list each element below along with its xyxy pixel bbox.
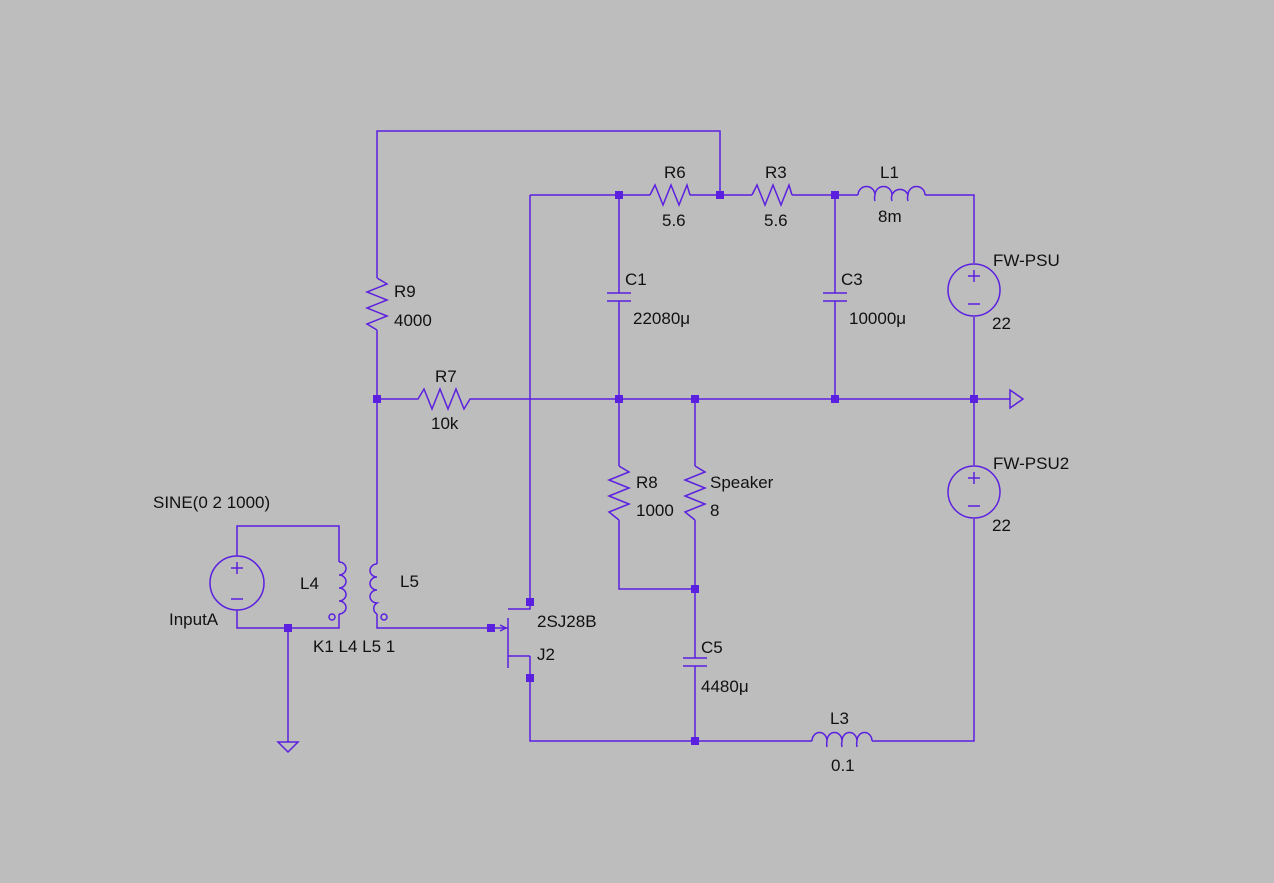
svg-text:22080μ: 22080μ: [633, 309, 690, 328]
svg-text:Speaker: Speaker: [710, 473, 774, 492]
svg-text:J2: J2: [537, 645, 555, 664]
svg-text:R3: R3: [765, 163, 787, 182]
svg-text:R7: R7: [435, 367, 457, 386]
svg-text:FW-PSU: FW-PSU: [993, 251, 1060, 270]
svg-text:L4: L4: [300, 574, 319, 593]
resistor-r8[interactable]: R8 1000: [606, 465, 674, 521]
svg-text:FW-PSU2: FW-PSU2: [993, 454, 1069, 473]
voltage-source-fw-psu[interactable]: FW-PSU 22: [947, 251, 1060, 333]
svg-text:22: 22: [992, 314, 1011, 333]
svg-text:C1: C1: [625, 270, 647, 289]
resistor-speaker[interactable]: Speaker 8: [682, 465, 774, 521]
capacitor-c5[interactable]: C5 4480μ: [683, 638, 749, 696]
inductor-l4[interactable]: L4: [300, 561, 347, 621]
svg-text:1000: 1000: [636, 501, 674, 520]
voltage-source-fw-psu2[interactable]: FW-PSU2 22: [947, 454, 1069, 535]
wires: [236, 130, 1010, 742]
ground-symbol: [276, 741, 300, 754]
svg-text:L5: L5: [400, 572, 419, 591]
inductor-l3[interactable]: L3 0.1: [811, 709, 873, 775]
junction-dots: [284, 191, 978, 745]
capacitor-c1[interactable]: C1 22080μ: [607, 270, 690, 328]
resistor-r7[interactable]: R7 10k: [410, 367, 480, 433]
coupling-directive-k1: K1 L4 L5 1: [313, 637, 395, 656]
inductor-l1[interactable]: L1 8m: [857, 163, 926, 226]
resistor-r3[interactable]: R3 5.6: [751, 163, 793, 230]
svg-text:R8: R8: [636, 473, 658, 492]
svg-text:C3: C3: [841, 270, 863, 289]
svg-text:4480μ: 4480μ: [701, 677, 749, 696]
svg-text:2SJ28B: 2SJ28B: [537, 612, 597, 631]
svg-text:5.6: 5.6: [764, 211, 788, 230]
svg-text:4000: 4000: [394, 311, 432, 330]
jfet-j2[interactable]: 2SJ28B J2: [499, 602, 597, 668]
svg-text:5.6: 5.6: [662, 211, 686, 230]
svg-text:InputA: InputA: [169, 610, 219, 629]
svg-text:R9: R9: [394, 282, 416, 301]
svg-text:L3: L3: [830, 709, 849, 728]
svg-text:L1: L1: [880, 163, 899, 182]
resistor-r9[interactable]: R9 4000: [364, 277, 432, 331]
svg-text:SINE(0 2 1000): SINE(0 2 1000): [153, 493, 270, 512]
svg-text:R6: R6: [664, 163, 686, 182]
voltage-source-input-a[interactable]: SINE(0 2 1000) InputA: [153, 493, 270, 629]
svg-text:8: 8: [710, 501, 719, 520]
svg-text:10000μ: 10000μ: [849, 309, 906, 328]
capacitor-c3[interactable]: C3 10000μ: [823, 270, 906, 328]
svg-text:C5: C5: [701, 638, 723, 657]
resistor-r6[interactable]: R6 5.6: [649, 163, 691, 230]
svg-text:8m: 8m: [878, 207, 902, 226]
svg-text:0.1: 0.1: [831, 756, 855, 775]
svg-text:22: 22: [992, 516, 1011, 535]
inductor-l5[interactable]: L5: [369, 563, 419, 621]
svg-text:10k: 10k: [431, 414, 459, 433]
ground-flag-arrow: [1009, 388, 1025, 410]
